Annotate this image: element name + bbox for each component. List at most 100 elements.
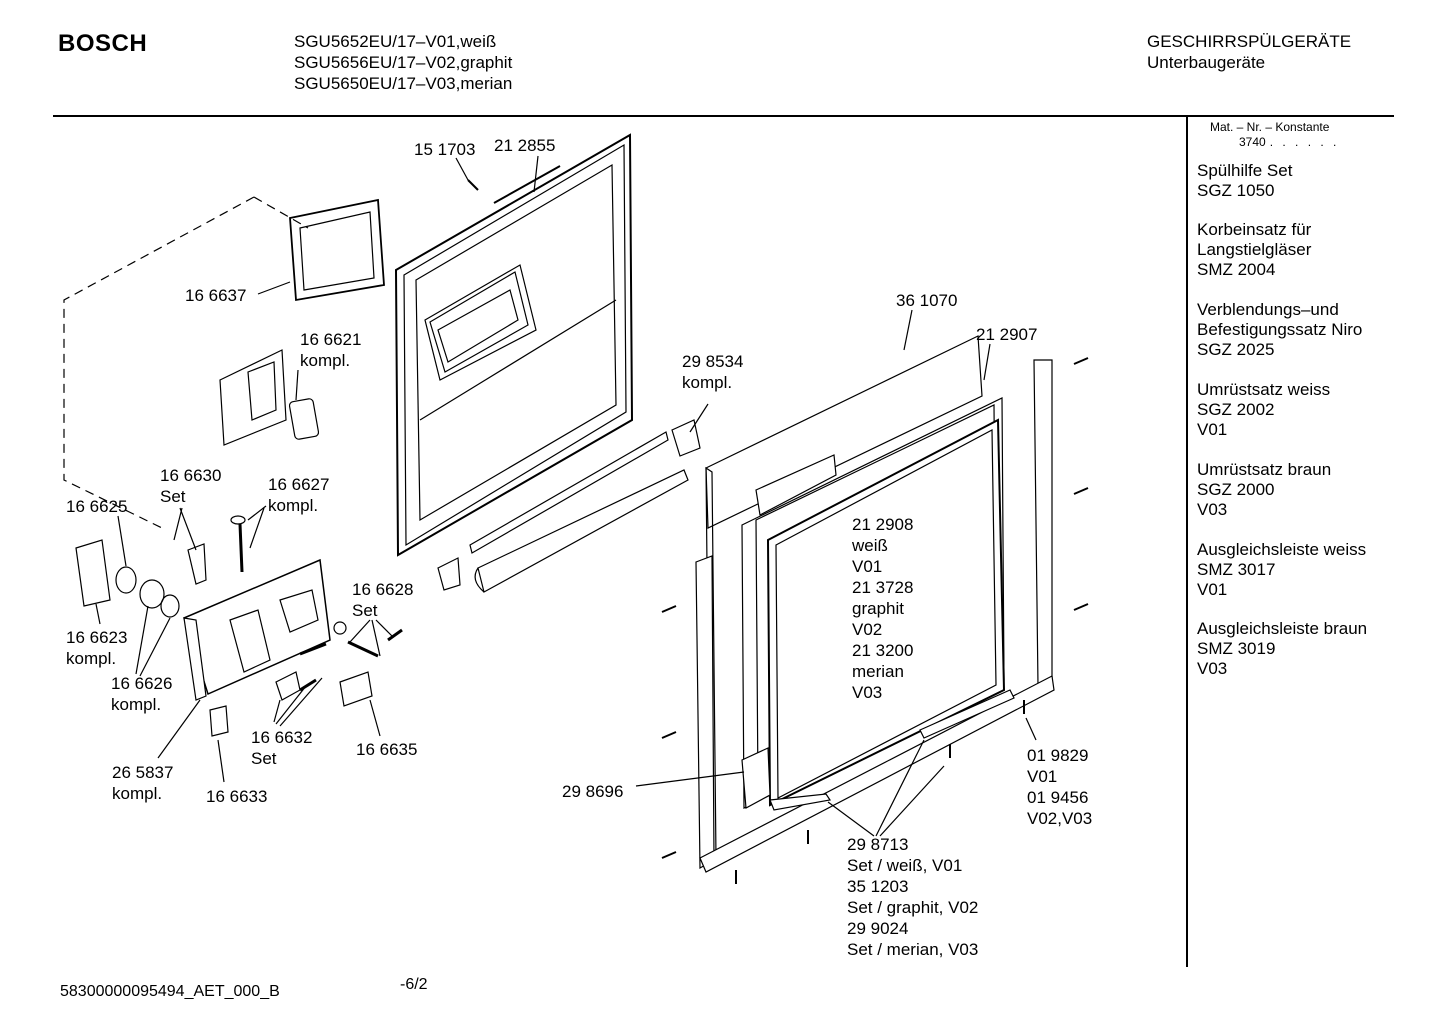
part-note: kompl. — [112, 784, 163, 803]
konstante-value: 3740. . . . . . — [1239, 135, 1339, 149]
header-divider — [53, 115, 1394, 117]
part-note: weiß — [852, 536, 888, 555]
accessory-item: Verblendungs–und Befestigungssatz Niro S… — [1197, 300, 1362, 360]
assembly-dashed-line — [63, 196, 309, 529]
part-note: V03 — [852, 683, 883, 702]
part-label: 16 6623 kompl. — [66, 627, 127, 669]
accessory-line: SGZ 2025 — [1197, 340, 1275, 359]
category-subtitle: Unterbaugeräte — [1147, 53, 1266, 72]
part-number: 16 6633 — [206, 787, 268, 806]
part-note: Set / merian, V03 — [847, 940, 979, 959]
part-number: 01 9829 — [1027, 746, 1089, 765]
part-number: 29 9024 — [847, 919, 909, 938]
part-number: 16 6635 — [356, 740, 418, 759]
knob-assembly — [75, 515, 246, 618]
part-number: 15 1703 — [414, 140, 476, 159]
part-label: 16 6630 Set — [160, 465, 221, 507]
accessory-item: Umrüstsatz braun SGZ 2000 V03 — [1197, 460, 1331, 520]
model-line: SGU5650EU/17–V03,merian — [294, 74, 513, 93]
accessory-line: Langstielgläser — [1197, 240, 1312, 259]
page-number: -6/2 — [400, 976, 428, 993]
part-number: 21 2908 — [852, 515, 914, 534]
part-note: Set / weiß, V01 — [847, 856, 963, 875]
part-label: 16 6637 — [185, 285, 246, 306]
accessory-item: Ausgleichsleiste weiss SMZ 3017 V01 — [1197, 540, 1366, 600]
model-list: SGU5652EU/17–V01,weiß SGU5656EU/17–V02,g… — [294, 31, 512, 94]
part-label: 29 8713 Set / weiß, V01 35 1203 Set / gr… — [847, 834, 978, 960]
accessory-line: Befestigungssatz Niro — [1197, 320, 1363, 339]
part-number: 21 2907 — [976, 325, 1038, 344]
part-label: 21 2908 weiß V01 21 3728 graphit V02 21 … — [852, 514, 913, 703]
part-number: 16 6625 — [66, 497, 128, 516]
part-note: V01 — [1027, 767, 1058, 786]
small-parts — [209, 621, 403, 737]
part-label: 21 2855 — [494, 135, 555, 156]
document-id: 58300000095494_AET_000_B — [60, 983, 280, 1000]
model-line: SGU5656EU/17–V02,graphit — [294, 53, 513, 72]
part-label: 29 8534 kompl. — [682, 351, 743, 393]
part-note: Set — [352, 601, 378, 620]
part-number: 21 3728 — [852, 578, 914, 597]
accessory-line: V03 — [1197, 500, 1228, 519]
accessory-item: Spülhilfe Set SGZ 1050 — [1197, 161, 1292, 201]
front-panel — [741, 397, 1006, 809]
part-note: kompl. — [682, 373, 733, 392]
part-number: 21 2855 — [494, 136, 556, 155]
part-number: 29 8713 — [847, 835, 909, 854]
accessory-item: Umrüstsatz weiss SGZ 2002 V01 — [1197, 380, 1330, 440]
part-note: Set — [251, 749, 277, 768]
konstante-dots: . . . . . . — [1269, 135, 1340, 149]
part-label: 16 6628 Set — [352, 579, 413, 621]
part-number: 36 1070 — [896, 291, 958, 310]
part-number: 16 6626 — [111, 674, 173, 693]
inner-door-panel — [394, 133, 634, 557]
dispenser-lid — [289, 198, 385, 302]
part-note: kompl. — [66, 649, 117, 668]
accessory-line: SMZ 2004 — [1197, 260, 1276, 279]
accessory-line: Umrüstsatz weiss — [1197, 380, 1331, 399]
part-note: V01 — [852, 557, 883, 576]
part-number: 29 8696 — [562, 782, 624, 801]
category-block: GESCHIRRSPÜLGERÄTE Unterbaugeräte — [1147, 31, 1351, 73]
accessory-line: SMZ 3019 — [1197, 639, 1276, 658]
screws — [467, 179, 1089, 884]
part-note: V02,V03 — [1027, 809, 1093, 828]
hinge-bracket — [437, 419, 701, 591]
part-note: kompl. — [268, 496, 319, 515]
accessory-line: Spülhilfe Set — [1197, 161, 1293, 180]
part-label: 16 6635 — [356, 739, 417, 760]
part-note: Set / graphit, V02 — [847, 898, 979, 917]
model-line: SGU5652EU/17–V01,weiß — [294, 32, 497, 51]
part-number: 16 6630 — [160, 466, 222, 485]
part-number: 16 6627 — [268, 475, 330, 494]
part-number: 16 6623 — [66, 628, 128, 647]
accessory-line: Korbeinsatz für — [1197, 220, 1312, 239]
part-label: 15 1703 — [414, 139, 475, 160]
part-label: 16 6621 kompl. — [300, 329, 361, 371]
accessory-item: Ausgleichsleiste braun SMZ 3019 V03 — [1197, 619, 1367, 679]
compensation-strip — [741, 689, 1015, 811]
accessory-line: Umrüstsatz braun — [1197, 460, 1332, 479]
accessory-line: SGZ 2000 — [1197, 480, 1275, 499]
part-note: graphit — [852, 599, 904, 618]
part-number: 29 8534 — [682, 352, 744, 371]
part-number: 16 6632 — [251, 728, 313, 747]
part-note: kompl. — [111, 695, 162, 714]
accessory-line: V01 — [1197, 580, 1228, 599]
part-number: 16 6637 — [185, 286, 247, 305]
konstante-number: 3740 — [1239, 135, 1266, 149]
brand-logo: BOSCH — [58, 30, 148, 57]
category-title: GESCHIRRSPÜLGERÄTE — [1147, 32, 1352, 51]
accessory-line: V03 — [1197, 659, 1228, 678]
outer-door-frame — [695, 335, 1055, 873]
part-number: 16 6628 — [352, 580, 414, 599]
part-note: V02 — [852, 620, 883, 639]
accessory-line: Ausgleichsleiste braun — [1197, 619, 1368, 638]
part-note: Set — [160, 487, 186, 506]
konstante-heading: Mat. – Nr. – Konstante — [1210, 120, 1330, 134]
part-number: 26 5837 — [112, 763, 174, 782]
accessory-line: Ausgleichsleiste weiss — [1197, 540, 1367, 559]
accessory-line: SMZ 3017 — [1197, 560, 1276, 579]
door-seal-strip — [469, 431, 689, 593]
part-number: 21 3200 — [852, 641, 914, 660]
